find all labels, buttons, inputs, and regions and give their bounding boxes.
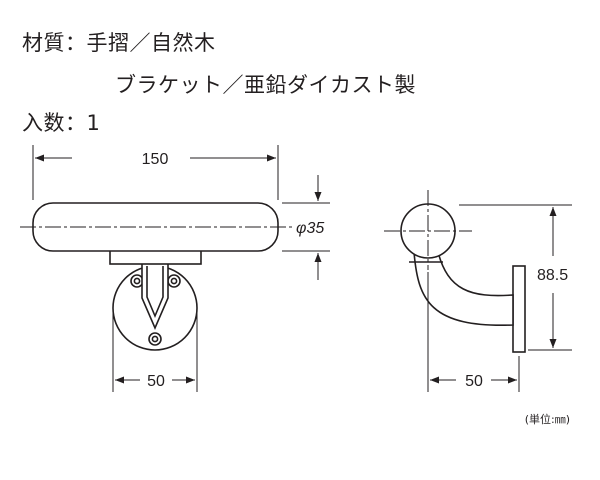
dim-rail-diameter-label: φ35 xyxy=(296,220,324,237)
side-view xyxy=(384,190,526,353)
front-view xyxy=(20,202,292,351)
dim-height-side xyxy=(459,204,572,351)
dim-base-width-front-label: 50 xyxy=(147,373,165,390)
dim-height-side-label: 88.5 xyxy=(537,267,568,284)
bracket-arm-front xyxy=(141,263,169,331)
bracket-arm-side xyxy=(413,251,514,326)
wall-plate-side xyxy=(512,265,526,353)
material-line-1: 材質：手摺／自然木 xyxy=(22,31,216,55)
dim-rail-length xyxy=(32,145,279,200)
dim-projection-side xyxy=(427,272,520,392)
bracket-arm-inner xyxy=(146,266,164,319)
dim-base-width-front xyxy=(112,312,198,392)
screw-hole-bottom xyxy=(148,332,162,346)
dim-rail-length-label: 150 xyxy=(142,151,169,168)
quantity-line: 入数：1 xyxy=(22,111,101,135)
unit-note: (単位:㎜) xyxy=(525,412,570,426)
material-line-2: ブラケット／亜鉛ダイカスト製 xyxy=(115,73,416,97)
dim-projection-side-label: 50 xyxy=(465,373,483,390)
dim-rail-diameter xyxy=(282,175,330,280)
